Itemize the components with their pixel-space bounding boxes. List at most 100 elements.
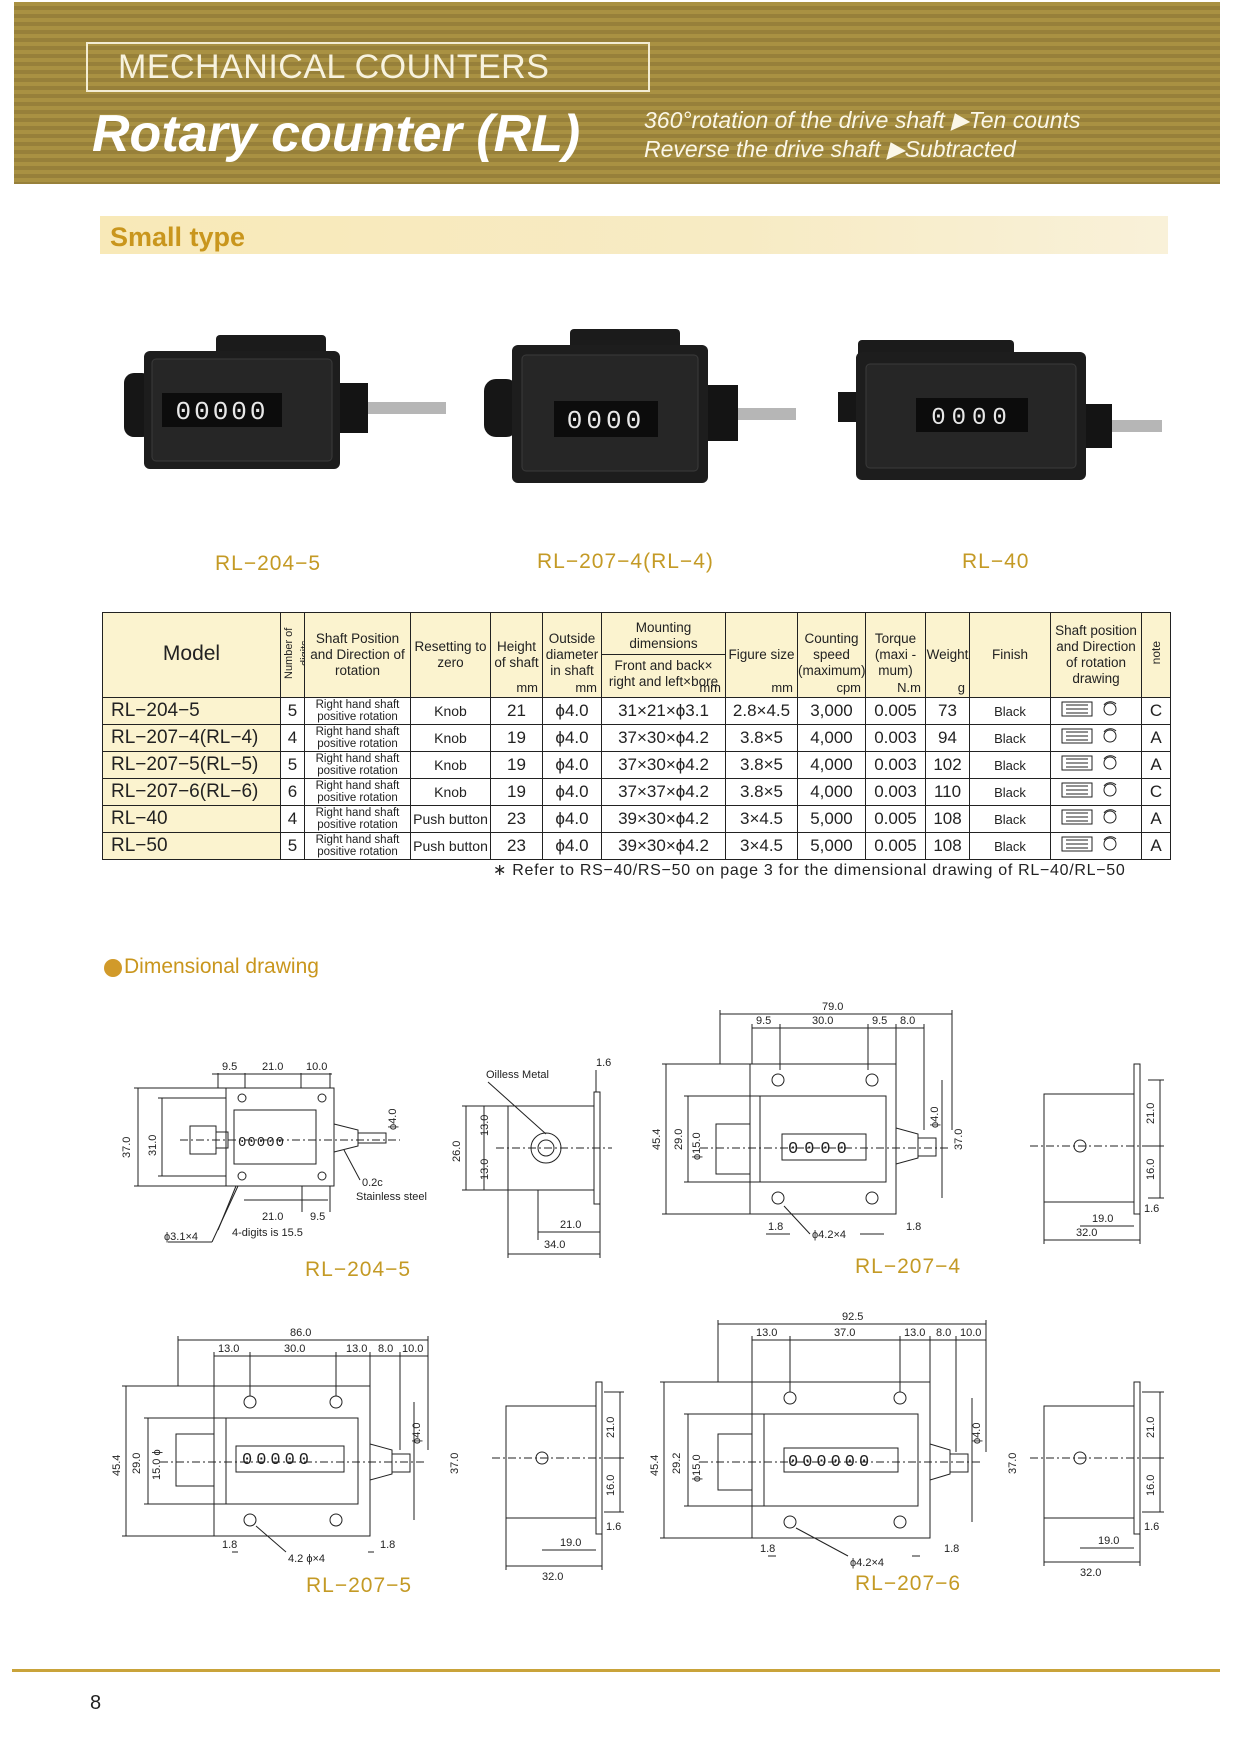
category-title: MECHANICAL COUNTERS bbox=[118, 48, 550, 86]
cell-reset: Knob bbox=[410, 778, 491, 806]
dim-label: 32.0 bbox=[1080, 1567, 1101, 1579]
dim-label: 21.0 bbox=[605, 1417, 617, 1438]
dim-label: 21.0 bbox=[560, 1219, 581, 1231]
cell-mount: 39×30×ϕ4.2 bbox=[601, 805, 726, 833]
dim-label: 37.0 bbox=[953, 1129, 965, 1150]
cell-model: RL−207−4(RL−4) bbox=[102, 724, 281, 752]
cell-finish: Black bbox=[969, 778, 1051, 806]
cell-reset: Push button bbox=[410, 832, 491, 860]
cell-figure: 2.8×4.5 bbox=[725, 697, 798, 725]
tagline-1: 360°rotation of the drive shaft ▶Ten cou… bbox=[644, 107, 1081, 133]
shaft-rotation-icon bbox=[1050, 778, 1142, 806]
dim-label: 1.8 bbox=[380, 1539, 395, 1551]
dim-label: 31.0 bbox=[147, 1135, 159, 1156]
dim-label: 21.0 bbox=[262, 1211, 283, 1223]
cell-height: 21 bbox=[490, 697, 543, 725]
dim-label: 13.0 bbox=[346, 1343, 367, 1355]
cell-digits: 5 bbox=[280, 832, 305, 860]
cell-model: RL−40 bbox=[102, 805, 281, 833]
dim-label: 13.0 bbox=[479, 1159, 491, 1180]
dim-label: 19.0 bbox=[1092, 1213, 1113, 1225]
dim-display: 00000 bbox=[242, 1451, 313, 1470]
dim-label: 9.5 bbox=[756, 1015, 771, 1027]
drawing-caption-rl-207-4: RL−207−4 bbox=[855, 1255, 962, 1278]
cell-torque: 0.005 bbox=[865, 805, 926, 833]
dim-label: 45.4 bbox=[111, 1455, 123, 1476]
col-torque: Torque (maxi -mum)N.m bbox=[865, 612, 926, 698]
dim-label: 1.8 bbox=[944, 1543, 959, 1555]
table-header-row: Model Number of digits Shaft Position an… bbox=[102, 612, 1171, 698]
dim-label: 10.0 bbox=[960, 1327, 981, 1339]
cell-torque: 0.003 bbox=[865, 778, 926, 806]
cell-figure: 3.8×5 bbox=[725, 751, 798, 779]
col-mounting: Mounting dimensions Front and back× righ… bbox=[601, 612, 726, 698]
cell-diameter: ϕ4.0 bbox=[542, 805, 602, 833]
drawing-caption-rl-207-5: RL−207−5 bbox=[306, 1574, 413, 1597]
dim-label: 1.8 bbox=[760, 1543, 775, 1555]
product-photo-rl-207-4: 0000 bbox=[484, 329, 796, 483]
dim-label: ϕ4.0 bbox=[929, 1107, 941, 1128]
shaft-rotation-icon bbox=[1050, 724, 1142, 752]
cell-torque: 0.005 bbox=[865, 832, 926, 860]
dim-label: 19.0 bbox=[1098, 1535, 1119, 1547]
dim-label: 8.0 bbox=[900, 1015, 915, 1027]
dim-label: 10.0 bbox=[402, 1343, 423, 1355]
dim-label: 37.0 bbox=[121, 1137, 133, 1158]
cell-mount: 37×30×ϕ4.2 bbox=[601, 724, 726, 752]
col-speed: Counting speed (maximum)cpm bbox=[797, 612, 866, 698]
counter-display: 00000 bbox=[175, 397, 268, 427]
cell-height: 23 bbox=[490, 805, 543, 833]
cell-shaft: Right hand shaft positive rotation bbox=[304, 805, 411, 833]
knob-icon bbox=[484, 379, 518, 437]
counter-display: 0000 bbox=[931, 405, 1013, 432]
page-number: 8 bbox=[90, 1692, 102, 1714]
cell-note: A bbox=[1141, 805, 1171, 833]
cell-weight: 102 bbox=[925, 751, 970, 779]
dim-label: 4.2 ϕ×4 bbox=[288, 1553, 325, 1565]
dim-label: 0.2c bbox=[362, 1177, 383, 1189]
dim-label: 10.0 bbox=[306, 1061, 327, 1073]
page-title: Rotary counter (RL) bbox=[92, 105, 581, 163]
shaft-rotation-icon bbox=[1050, 832, 1142, 860]
dim-display: 0000 bbox=[788, 1140, 853, 1159]
dim-label: 45.4 bbox=[649, 1455, 661, 1476]
dim-label: ϕ4.0 bbox=[971, 1423, 983, 1444]
cell-shaft: Right hand shaft positive rotation bbox=[304, 724, 411, 752]
section-title: Small type bbox=[110, 222, 246, 252]
cell-mount: 39×30×ϕ4.2 bbox=[601, 832, 726, 860]
col-digits: Number of digits bbox=[280, 612, 311, 698]
dim-label: 37.0 bbox=[1007, 1453, 1019, 1474]
product-caption-2: RL−207−4(RL−4) bbox=[537, 550, 714, 573]
product-photo-rl-40: 0000 bbox=[838, 340, 1162, 480]
spec-table: Model Number of digits Shaft Position an… bbox=[102, 612, 1171, 860]
dim-label: 8.0 bbox=[936, 1327, 951, 1339]
drawing-caption-rl-204-5: RL−204−5 bbox=[305, 1258, 412, 1281]
cell-shaft: Right hand shaft positive rotation bbox=[304, 778, 411, 806]
dim-label: 1.6 bbox=[1144, 1203, 1159, 1215]
category-box bbox=[86, 42, 650, 92]
dim-label: 1.6 bbox=[606, 1521, 621, 1533]
cell-weight: 108 bbox=[925, 832, 970, 860]
bullet-icon bbox=[104, 959, 122, 977]
dim-display: 00000 bbox=[238, 1135, 285, 1151]
dim-label: 30.0 bbox=[284, 1343, 305, 1355]
dim-label: ϕ15.0 bbox=[691, 1454, 703, 1482]
push-button-icon bbox=[838, 392, 858, 422]
cell-reset: Knob bbox=[410, 697, 491, 725]
drawing-caption-rl-207-6: RL−207−6 bbox=[855, 1572, 962, 1595]
cell-shaft: Right hand shaft positive rotation bbox=[304, 832, 411, 860]
dim-label: 21.0 bbox=[1145, 1103, 1157, 1124]
col-note: note bbox=[1141, 612, 1171, 698]
product-caption-3: RL−40 bbox=[962, 550, 1030, 573]
dim-label: ϕ4.0 bbox=[387, 1109, 399, 1130]
cell-reset: Push button bbox=[410, 805, 491, 833]
cell-diameter: ϕ4.0 bbox=[542, 724, 602, 752]
col-reset: Resetting to zero bbox=[410, 612, 491, 698]
dim-label: Oilless Metal bbox=[486, 1069, 549, 1081]
